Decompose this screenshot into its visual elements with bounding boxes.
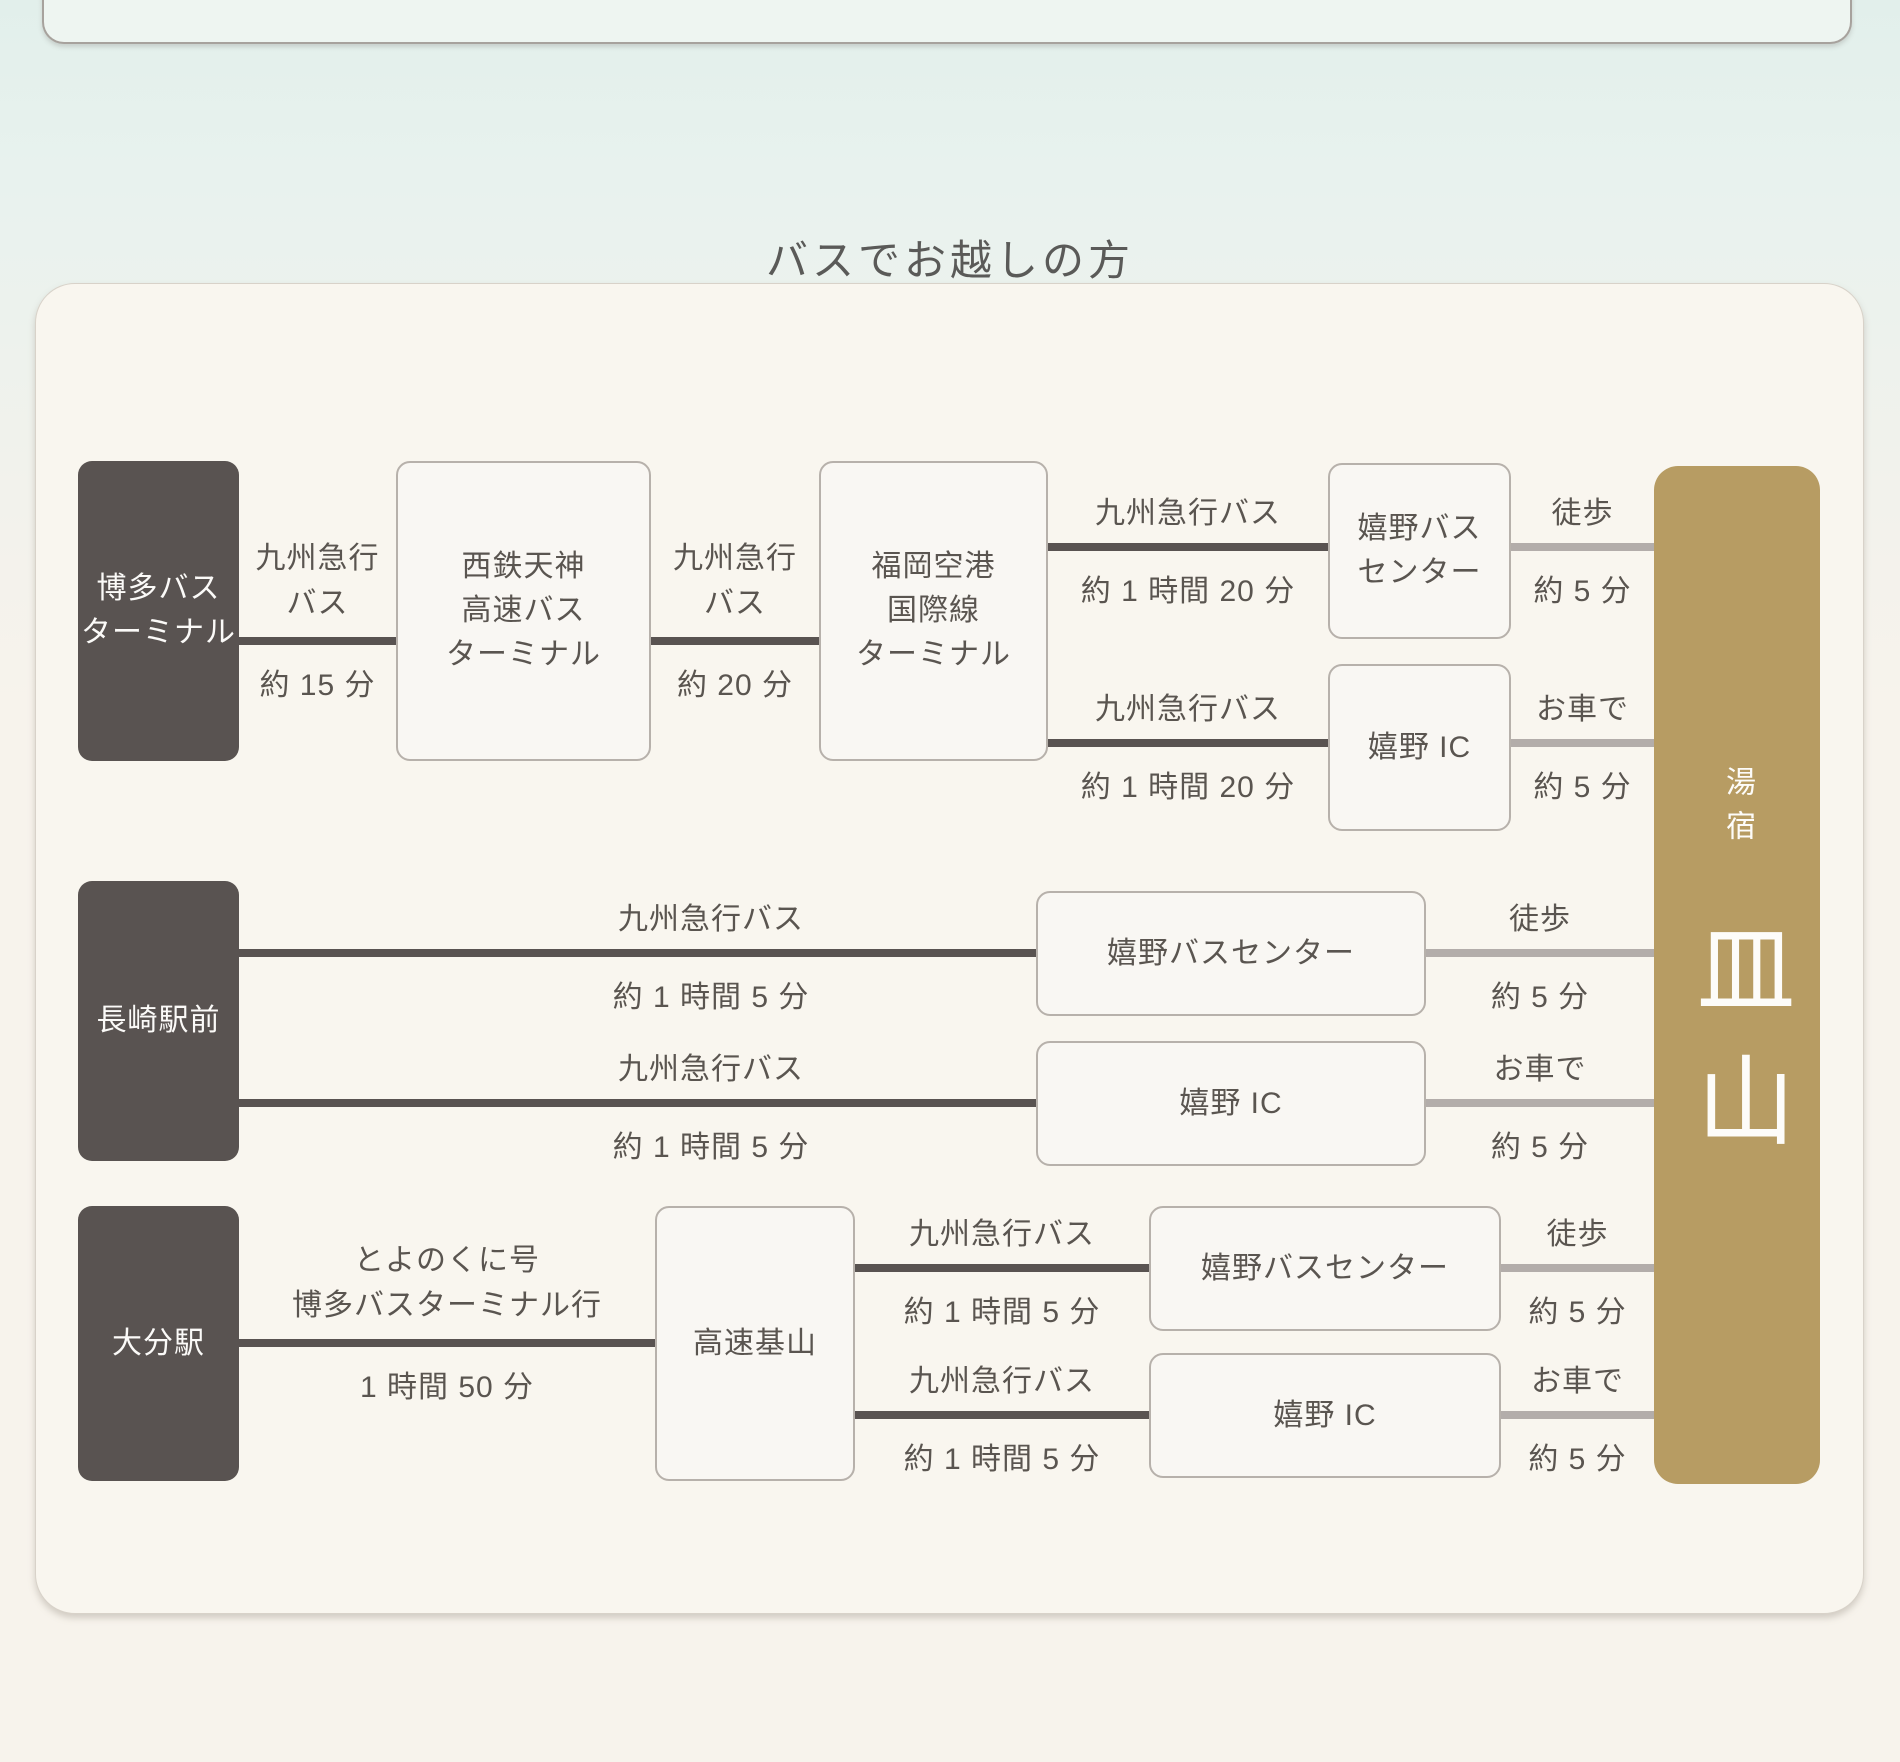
walk-connector-line xyxy=(1426,949,1654,957)
origin-box-oita-station: 大分駅 xyxy=(78,1206,239,1481)
duration-label: 約 1 時間 5 分 xyxy=(612,981,810,1014)
stop-box-ureshino-ic: 嬉野 IC xyxy=(1149,1353,1501,1478)
walk-label: 徒歩 xyxy=(1551,497,1614,530)
stop-box-nishitetsu-tenjin: 西鉄天神 高速バス ターミナル xyxy=(396,461,651,761)
car-connector-line xyxy=(1511,739,1654,747)
bus-segment-label: 九州急行 バス xyxy=(255,542,380,620)
stop-box-ureshino-bus-center: 嬉野バスセンター xyxy=(1036,891,1426,1016)
destination-logo: 皿山 xyxy=(1680,918,1794,1182)
duration-label: 約 5 分 xyxy=(1533,771,1632,804)
duration-label: 約 1 時間 5 分 xyxy=(612,1131,810,1164)
bus-segment-label: 九州急行バス xyxy=(909,1365,1095,1398)
destination-prefix: 湯宿 xyxy=(1721,766,1754,854)
duration-label: 約 1 時間 5 分 xyxy=(903,1443,1101,1476)
duration-label: 約 5 分 xyxy=(1490,1131,1590,1164)
duration-label: 約 5 分 xyxy=(1533,575,1632,608)
duration-label: 1 時間 50 分 xyxy=(359,1371,535,1404)
origin-label: ターミナル xyxy=(81,616,236,649)
stop-box-ureshino-bus-center: 嬉野バスセンター xyxy=(1149,1206,1501,1331)
walk-connector-line xyxy=(1501,1264,1654,1272)
duration-label: 約 5 分 xyxy=(1528,1443,1627,1476)
duration-label: 約 15 分 xyxy=(259,669,376,702)
bus-connector-line xyxy=(1048,543,1328,551)
bus-access-diagram-card: 博多バス ターミナル 九州急行 バス 約 15 分 西鉄天神 高速バス ターミナ… xyxy=(35,283,1864,1614)
bus-connector-line xyxy=(651,637,819,645)
stop-box-fukuoka-airport-intl: 福岡空港 国際線 ターミナル xyxy=(819,461,1048,761)
bus-segment-label: 九州急行バス xyxy=(909,1218,1095,1251)
bus-segment-label: 九州急行バス xyxy=(1095,497,1281,530)
origin-box-nagasaki-station: 長崎駅前 xyxy=(78,881,239,1161)
duration-label: 約 1 時間 20 分 xyxy=(1080,771,1296,804)
bus-segment-label: 九州急行 バス xyxy=(673,542,797,620)
bus-connector-line xyxy=(239,637,396,645)
bus-segment-label: とよのくに号 博多バスターミナル行 xyxy=(292,1244,602,1322)
car-connector-line xyxy=(1426,1099,1654,1107)
origin-label: 博多バス xyxy=(96,572,221,605)
previous-section-card-edge xyxy=(42,0,1852,44)
origin-label: 長崎駅前 xyxy=(96,1004,221,1037)
origin-label: 大分駅 xyxy=(112,1326,205,1360)
stop-box-kosoku-kiyama: 高速基山 xyxy=(655,1206,855,1481)
bus-connector-line xyxy=(855,1411,1149,1419)
car-connector-line xyxy=(1501,1411,1654,1419)
bus-segment-label: 九州急行バス xyxy=(618,1053,804,1086)
origin-box-hakata-bus-terminal: 博多バス ターミナル xyxy=(78,461,239,761)
walk-label: 徒歩 xyxy=(1509,903,1571,936)
duration-label: 約 5 分 xyxy=(1528,1296,1627,1329)
car-label: お車で xyxy=(1531,1365,1624,1398)
duration-label: 約 5 分 xyxy=(1490,981,1590,1014)
stop-box-ureshino-ic: 嬉野 IC xyxy=(1328,664,1511,831)
duration-label: 約 20 分 xyxy=(676,669,794,702)
duration-label: 約 1 時間 5 分 xyxy=(903,1296,1101,1329)
walk-connector-line xyxy=(1511,543,1654,551)
bus-connector-line xyxy=(239,1099,1036,1107)
bus-segment-label: 九州急行バス xyxy=(1095,693,1281,726)
car-label: お車で xyxy=(1493,1053,1587,1086)
car-label: お車で xyxy=(1536,693,1629,726)
bus-connector-line xyxy=(239,1339,655,1347)
walk-label: 徒歩 xyxy=(1546,1218,1609,1251)
bus-connector-line xyxy=(855,1264,1149,1272)
bus-segment-label: 九州急行バス xyxy=(618,903,804,936)
stop-box-ureshino-ic: 嬉野 IC xyxy=(1036,1041,1426,1166)
bus-connector-line xyxy=(1048,739,1328,747)
destination-box-yuyado-sarayama: 湯宿 皿山 xyxy=(1654,466,1820,1484)
bus-connector-line xyxy=(239,949,1036,957)
stop-box-ureshino-bus-center: 嬉野バス センター xyxy=(1328,463,1511,639)
page-title: バスでお越しの方 xyxy=(765,236,1134,284)
duration-label: 約 1 時間 20 分 xyxy=(1080,575,1296,608)
